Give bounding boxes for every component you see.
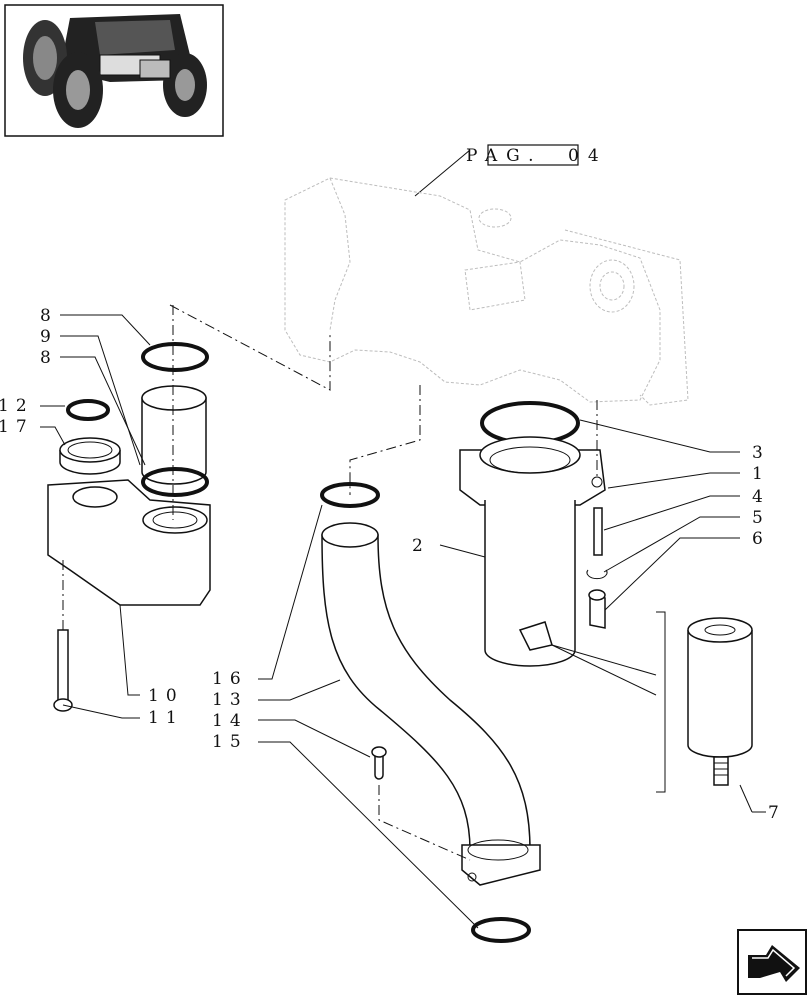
stud-4	[593, 507, 603, 556]
callout-2: 2	[412, 536, 430, 556]
o-ring-8-upper	[141, 342, 209, 372]
page-reference[interactable]: PAG. 04	[466, 144, 608, 166]
next-page-arrow-icon[interactable]	[737, 929, 807, 995]
elbow-assembly	[47, 305, 211, 712]
callout-10: 10	[148, 686, 184, 706]
callout-14: 14	[212, 711, 248, 731]
callout-13: 13	[212, 690, 248, 710]
callout-4: 4	[752, 487, 770, 507]
page-reference-label: PAG.	[466, 146, 543, 166]
bent-pipe-13	[320, 385, 541, 943]
clip-5	[586, 569, 608, 580]
callout-15: 15	[212, 732, 248, 752]
callout-6: 6	[752, 529, 770, 549]
o-ring-8-lower	[141, 467, 209, 497]
leader-lines	[40, 314, 740, 929]
callout-8a: 8	[40, 306, 58, 326]
tube-body-2	[484, 500, 576, 667]
o-ring-16	[320, 482, 380, 508]
filter-housing-assembly	[459, 400, 608, 667]
screw-14	[374, 751, 384, 780]
callout-17: 17	[0, 417, 34, 437]
callout-16: 16	[212, 669, 248, 689]
bolt-11	[57, 629, 69, 706]
callout-7: 7	[768, 803, 786, 823]
ghost-housing	[284, 177, 689, 406]
callout-12: 12	[0, 396, 34, 416]
callout-5: 5	[752, 508, 770, 528]
page-reference-number: 04	[568, 146, 608, 166]
page-reference-box	[487, 144, 579, 166]
callout-3: 3	[752, 443, 770, 463]
callouts: 8 9 8 12 17 10 11 16 13 14 15 2 3 1 4 5 …	[0, 306, 786, 823]
o-ring-12	[66, 399, 110, 421]
tractor-thumbnail-icon	[4, 4, 224, 137]
callout-1: 1	[752, 464, 770, 484]
o-ring-15	[471, 917, 531, 943]
callout-11: 11	[148, 708, 184, 728]
filter-cartridge-7	[656, 611, 766, 813]
elbow-housing-10	[47, 479, 211, 606]
callout-8b: 8	[40, 348, 58, 368]
callout-9: 9	[40, 327, 58, 347]
